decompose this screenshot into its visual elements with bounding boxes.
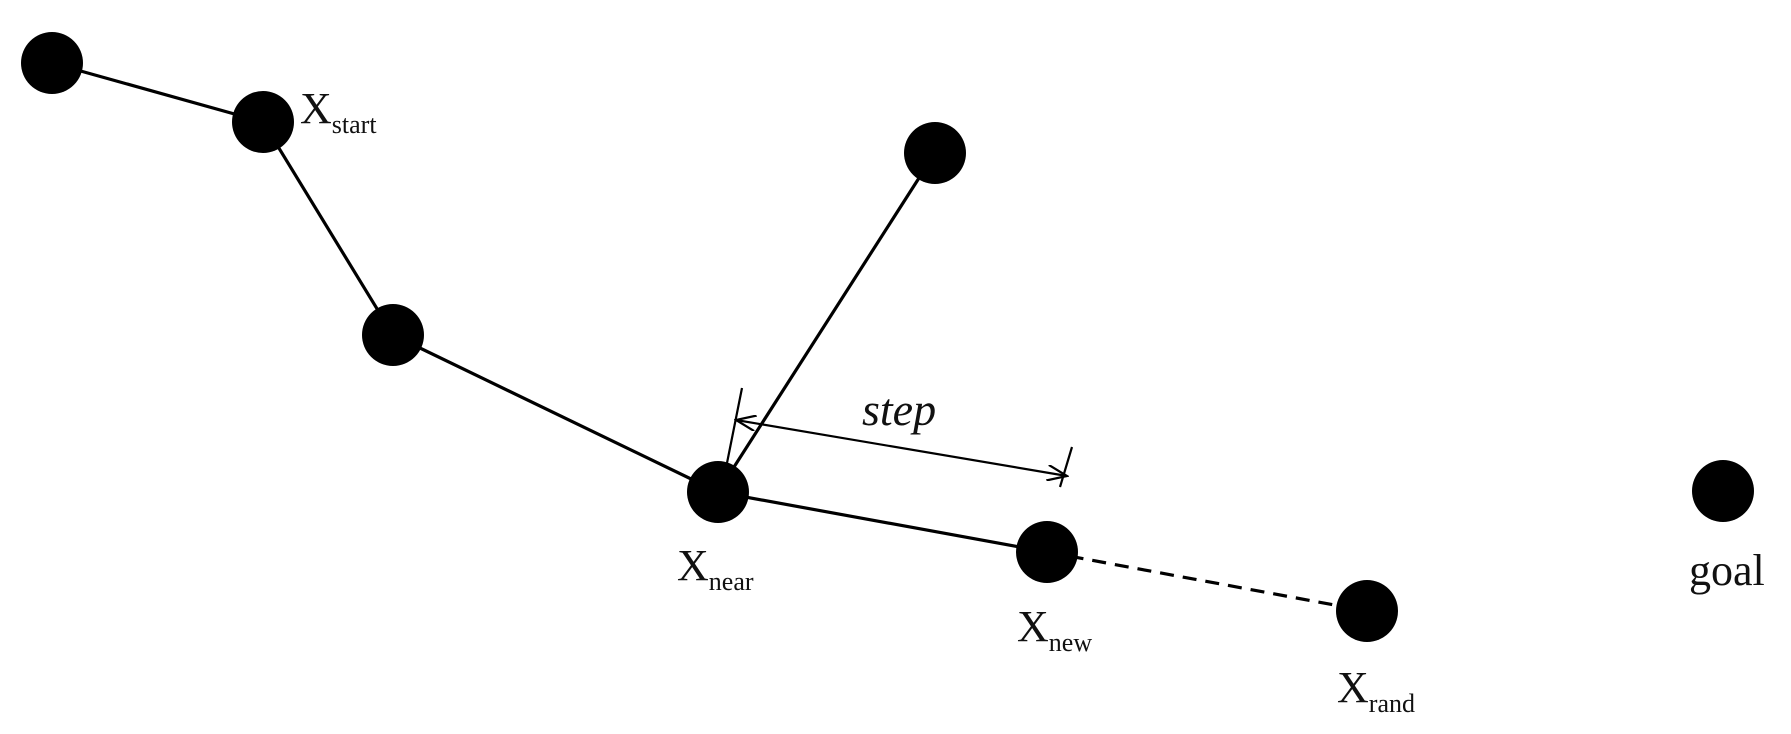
step-dimension-arrow: [736, 420, 1067, 476]
label-x-start: Xstart: [300, 84, 377, 139]
step-tick-right: [1058, 446, 1074, 488]
label-x-near: Xnear: [677, 541, 754, 596]
edge-near-new: [717, 490, 1048, 554]
edge-mid-near: [392, 333, 719, 494]
node-root: [21, 32, 83, 94]
label-goal: goal: [1689, 546, 1765, 595]
node-mid: [362, 304, 424, 366]
node-goal: [1692, 460, 1754, 522]
node-branch: [904, 122, 966, 184]
node-x-rand: [1336, 580, 1398, 642]
node-x-near: [687, 461, 749, 523]
node-x-new: [1016, 521, 1078, 583]
edge-new-rand-dashed: [1046, 550, 1368, 613]
label-step: step: [862, 384, 936, 435]
edge-start-mid: [261, 121, 395, 336]
label-x-new: Xnew: [1017, 602, 1092, 657]
edge-near-branch: [716, 152, 937, 493]
edge-root-start: [51, 61, 264, 124]
node-x-start: [232, 91, 294, 153]
label-x-rand: Xrand: [1337, 663, 1415, 718]
